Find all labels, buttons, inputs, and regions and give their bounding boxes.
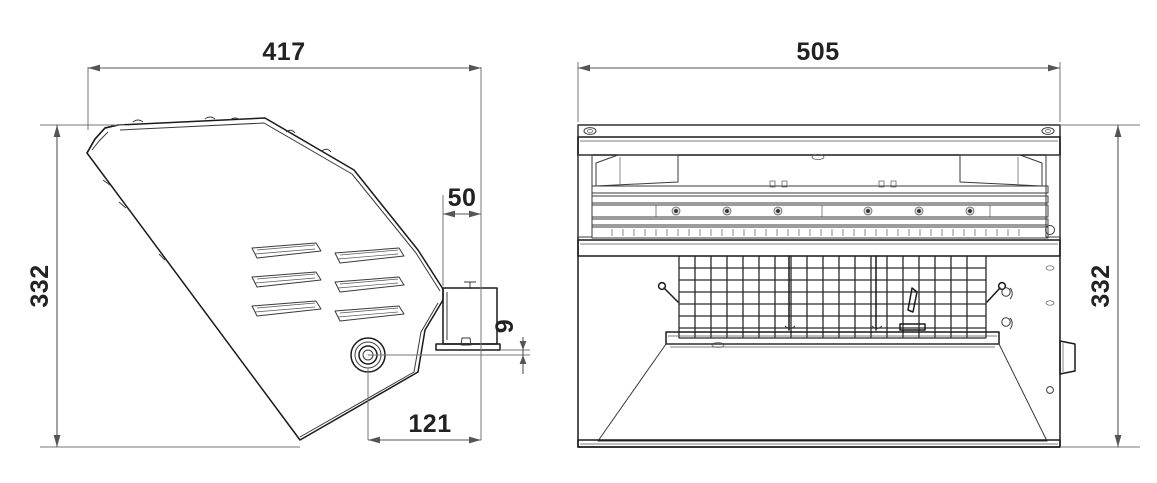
dimension-50-label: 50 — [448, 184, 477, 212]
end-cap-right — [959, 154, 1043, 187]
top-flange-plate — [577, 124, 1061, 160]
corner-fastener-right — [1041, 127, 1055, 135]
side-body-outline — [86, 116, 444, 441]
dimension-332-right-label: 332 — [1087, 264, 1115, 307]
dimension-417-label: 417 — [262, 38, 305, 66]
mesh-hinge-left — [657, 281, 679, 303]
dimension-417: 417 — [88, 38, 481, 72]
dimension-121: 121 — [368, 410, 481, 444]
horizontal-slat-assembly — [591, 180, 1049, 226]
rear-mounting-bracket — [435, 281, 501, 351]
tapered-lower-hood — [597, 343, 1048, 442]
end-cap-left — [595, 154, 679, 187]
side-view-group: 417 332 50 9 — [26, 38, 530, 448]
mesh-hinge-right — [986, 281, 1007, 303]
wire-mesh-grille — [678, 255, 987, 339]
dimension-332-left-label: 332 — [26, 264, 54, 307]
dimension-332-left: 332 — [26, 125, 61, 447]
dimension-9-label: 9 — [491, 319, 519, 333]
perforated-strip — [591, 226, 1049, 239]
dimension-9: 9 — [491, 319, 527, 374]
dimension-50: 50 — [443, 184, 481, 218]
side-view-extension-lines — [40, 67, 530, 448]
front-view-group: 505 332 — [577, 38, 1140, 448]
dimension-505: 505 — [578, 38, 1060, 72]
mesh-bottom-rail — [665, 331, 1000, 348]
bottom-plate — [577, 439, 1061, 448]
right-column-fasteners — [1045, 225, 1055, 394]
front-view-extension-lines — [577, 62, 1140, 448]
mid-divider-band — [577, 239, 1061, 257]
dimension-332-right: 332 — [1087, 125, 1122, 447]
slat-fastener-row — [655, 205, 991, 217]
dimension-121-label: 121 — [408, 410, 451, 438]
front-body-outline — [577, 124, 1061, 448]
dimension-505-label: 505 — [796, 38, 839, 66]
side-hinge-holes — [1001, 287, 1013, 330]
corner-fastener-left — [583, 127, 597, 135]
right-side-connector-boss — [1059, 340, 1076, 375]
louver-vent-group — [251, 242, 405, 322]
